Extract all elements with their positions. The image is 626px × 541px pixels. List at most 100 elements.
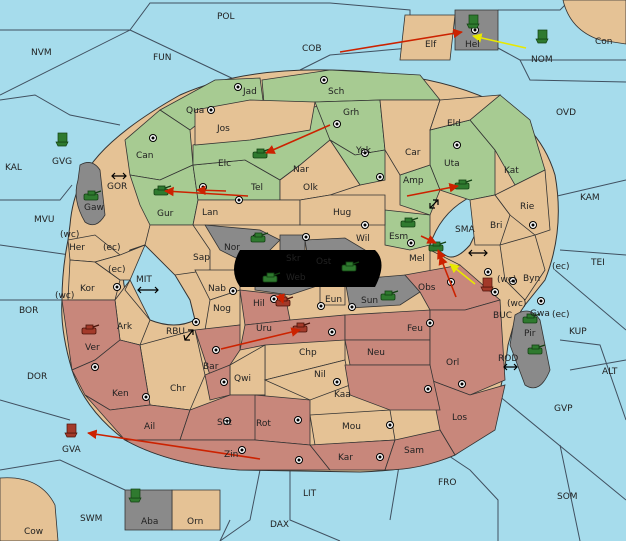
- red-territories: [61, 264, 506, 471]
- label-aba: Aba: [141, 517, 158, 527]
- label-tel: Tel: [250, 183, 263, 193]
- label-chr: Chr: [170, 384, 186, 394]
- sea-gva: GVA: [62, 445, 82, 455]
- label-ec2: (ec): [108, 265, 126, 275]
- sea-rod: ROD: [498, 354, 518, 364]
- black-lake: [234, 250, 382, 287]
- label-esm: Esm: [389, 232, 408, 242]
- order-arrows: [87, 28, 527, 460]
- label-nil: Nil: [314, 370, 326, 380]
- sea-cob: COB: [302, 44, 322, 54]
- label-chp: Chp: [299, 348, 317, 358]
- sea-nom: NOM: [531, 55, 553, 65]
- label-sun: Sun: [361, 296, 378, 306]
- label-ken: Ken: [112, 389, 129, 399]
- label-hug: Hug: [333, 208, 351, 218]
- label-ark: Ark: [117, 322, 133, 332]
- label-rot: Rot: [256, 419, 271, 429]
- label-ost: Ost: [316, 257, 332, 267]
- sea-swm: SWM: [80, 514, 102, 524]
- label-car: Car: [405, 148, 421, 158]
- label-mou: Mou: [342, 422, 361, 432]
- label-wc3: (wc): [497, 275, 516, 285]
- sea-pol: POL: [217, 12, 235, 22]
- label-wil: Wil: [356, 234, 370, 244]
- label-ail: Ail: [144, 422, 155, 432]
- label-hel: Hel: [465, 40, 480, 50]
- label-wc2: (wc): [55, 291, 74, 301]
- neutral-territories: [67, 14, 551, 531]
- province-labels: Elf Hel Jad Sch Qua Jos Grh Eld Can Elc …: [55, 40, 570, 527]
- label-kar: Kar: [338, 453, 353, 463]
- label-mel: Mel: [409, 254, 425, 264]
- sea-rbu: RBU: [166, 327, 185, 337]
- sea-fun: FUN: [153, 53, 172, 63]
- label-skr: Skr: [286, 254, 301, 264]
- sea-gor: GOR: [107, 182, 127, 192]
- label-ec3: (ec): [552, 262, 570, 272]
- sea-nvm: NVM: [31, 48, 52, 58]
- label-web: Web: [286, 273, 306, 283]
- sea-cow: Cow: [24, 527, 43, 537]
- sea-dor: DOR: [27, 372, 47, 382]
- sea-lit: LIT: [303, 489, 317, 499]
- label-pir: Pir: [524, 329, 536, 339]
- province-con[interactable]: [562, 0, 626, 45]
- label-can: Can: [136, 151, 154, 161]
- label-eun: Eun: [325, 295, 342, 305]
- label-bri: Bri: [490, 221, 502, 231]
- label-jos: Jos: [216, 124, 230, 134]
- sea-som: SOM: [557, 492, 578, 502]
- sea-sma: SMA: [455, 225, 475, 235]
- sea-tei: TEI: [590, 258, 605, 268]
- label-kor: Kor: [80, 284, 95, 294]
- label-kaa: Kaa: [334, 390, 351, 400]
- sea-gvg: GVG: [52, 157, 72, 167]
- label-uru: Uru: [256, 324, 272, 334]
- label-orn: Orn: [187, 517, 203, 527]
- label-gwa: Gwa: [530, 309, 550, 319]
- label-zin: Zin: [224, 450, 238, 460]
- sea-mvu: MVU: [34, 215, 55, 225]
- label-sot: Sot: [217, 418, 232, 428]
- label-bar: Bar: [203, 362, 219, 372]
- label-nab: Nab: [208, 284, 226, 294]
- label-wc4: (wc): [507, 299, 526, 309]
- label-gaw: Gaw: [84, 203, 104, 213]
- label-los: Los: [452, 413, 467, 423]
- label-elf: Elf: [425, 40, 437, 50]
- label-hil: Hil: [253, 299, 265, 309]
- sea-alt: ALT: [602, 367, 618, 377]
- label-yok: Yok: [355, 146, 372, 156]
- label-elc: Elc: [218, 159, 231, 169]
- label-grh: Grh: [343, 108, 359, 118]
- label-ver: Ver: [85, 343, 100, 353]
- sea-con: Con: [595, 37, 613, 47]
- label-ec1: (ec): [103, 243, 121, 253]
- route-markers: [111, 172, 518, 371]
- label-nor: Nor: [224, 243, 240, 253]
- label-obs: Obs: [418, 283, 436, 293]
- province-cow[interactable]: [0, 477, 59, 541]
- label-nog: Nog: [213, 304, 231, 314]
- label-qwi: Qwi: [234, 374, 251, 384]
- sea-labels: POL NVM FUN COB Con NOM OVD KAL GVG KAM …: [5, 12, 618, 537]
- sea-kal: KAL: [5, 163, 22, 173]
- sea-ovd: OVD: [556, 108, 576, 118]
- sea-mit: MIT: [136, 275, 152, 285]
- label-sam: Sam: [404, 446, 424, 456]
- label-wc1: (wc): [60, 230, 79, 240]
- label-olk: Olk: [303, 183, 319, 193]
- sea-kam: KAM: [580, 193, 600, 203]
- label-jad: Jad: [242, 87, 257, 97]
- label-her: Her: [69, 243, 85, 253]
- label-kat: Kat: [504, 166, 519, 176]
- sea-buc: BUC: [493, 311, 512, 321]
- label-rie: Rie: [520, 202, 535, 212]
- label-byn: Byn: [523, 274, 540, 284]
- label-feu: Feu: [407, 324, 423, 334]
- label-neu: Neu: [367, 348, 385, 358]
- sea-fro: FRO: [438, 478, 457, 488]
- label-eld: Eld: [447, 119, 461, 129]
